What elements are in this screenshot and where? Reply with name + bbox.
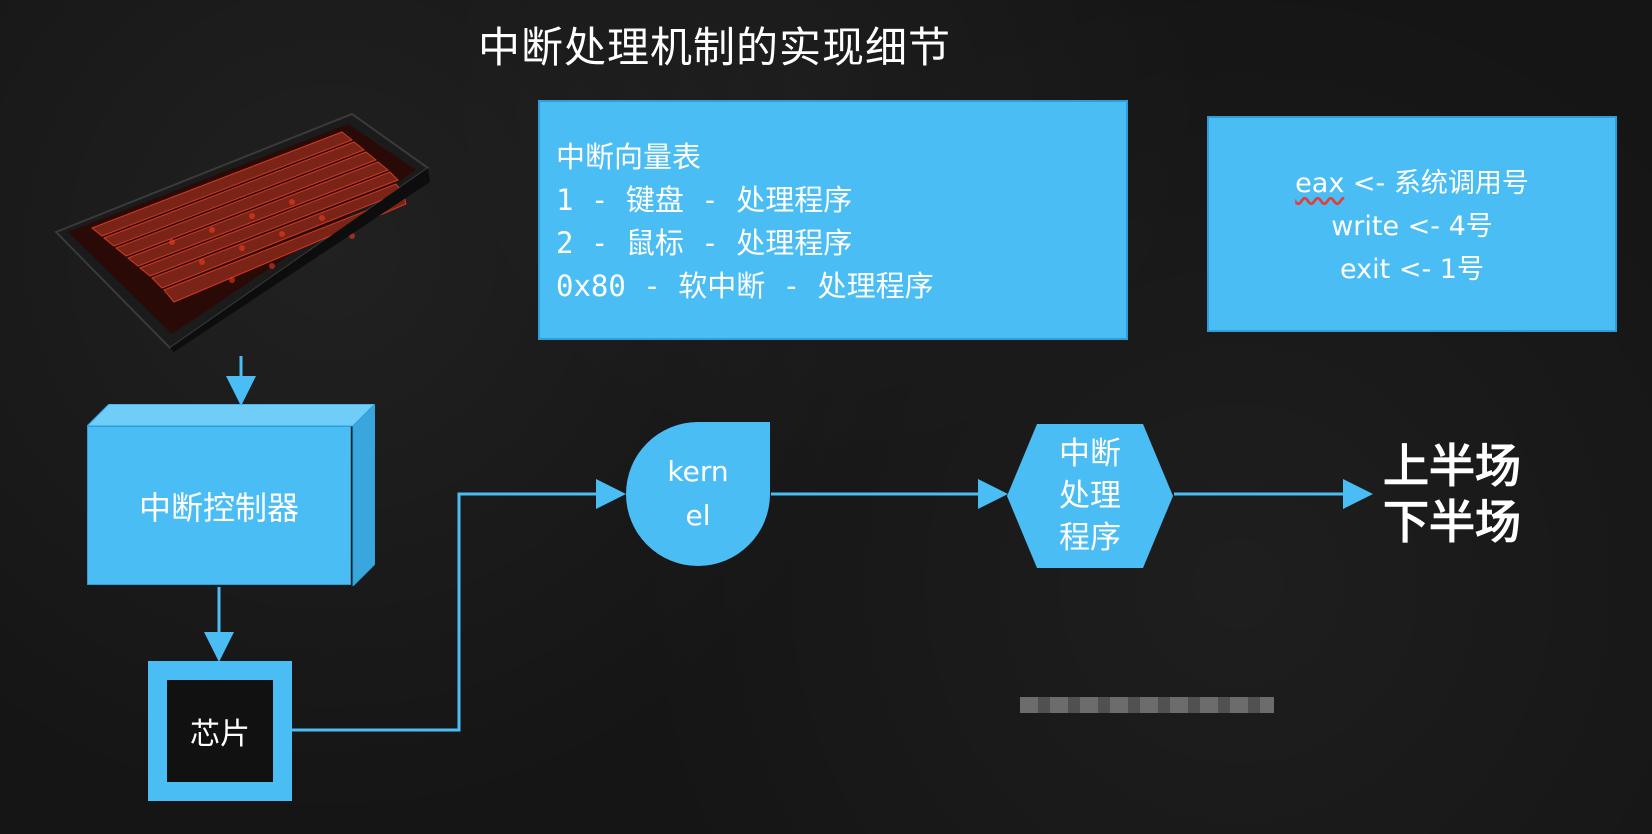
top-bottom-halves: 上半场 下半场 [1383,438,1521,550]
vector-table-heading: 中断向量表 [556,140,702,174]
keyboard-image [54,112,430,352]
chip-box: 芯片 [148,661,292,801]
slide-title: 中断处理机制的实现细节 [478,23,952,72]
handler-label-line1: 中断 [1059,436,1121,472]
vector-table-row-mouse: 2 - 鼠标 - 处理程序 [556,226,853,260]
eax-register-word: eax [1295,168,1345,199]
syscall-register-box: eax <- 系统调用号 write <- 4号 exit <- 1号 [1207,116,1617,332]
interrupt-vector-table-box: 中断向量表 1 - 键盘 - 处理程序 2 - 鼠标 - 处理程序 0x80 -… [538,100,1128,340]
syscall-line-eax: eax <- 系统调用号 [1209,162,1615,205]
interrupt-handler-hexagon [1007,424,1173,568]
eax-assignment-text: <- 系统调用号 [1344,168,1529,199]
chip-label: 芯片 [190,717,250,752]
top-half-label: 上半场 [1383,439,1521,493]
interrupt-controller-label: 中断控制器 [87,426,351,585]
vector-table-row-softirq: 0x80 - 软中断 - 处理程序 [556,269,934,303]
bottom-half-label: 下半场 [1383,495,1521,549]
vector-table-row-keyboard: 1 - 键盘 - 处理程序 [556,183,853,217]
kernel-label-line1: kern [667,455,729,488]
handler-label-line3: 程序 [1059,520,1121,556]
kernel-label-line2: el [685,499,711,532]
blurred-watermark [1020,697,1274,713]
syscall-line-exit: exit <- 1号 [1340,254,1484,285]
syscall-line-write: write <- 4号 [1331,211,1493,242]
interrupt-controller-block [87,404,375,586]
kernel-node: kern el [626,422,770,566]
interrupt-handler-label: 中断 处理 程序 [1007,428,1173,564]
handler-label-line2: 处理 [1059,478,1121,514]
